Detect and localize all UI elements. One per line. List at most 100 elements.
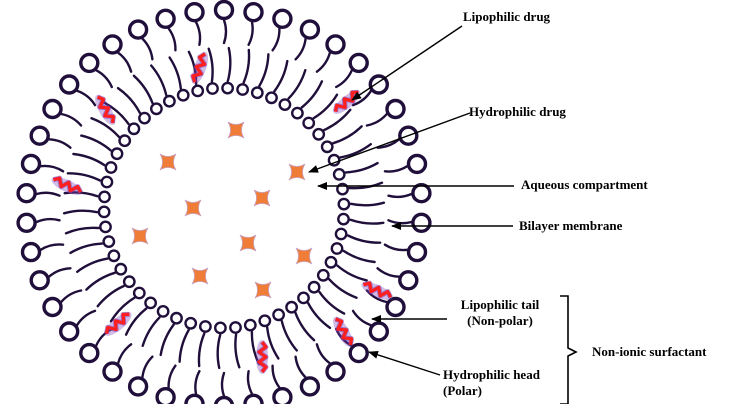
lipophilic-drug-label: Lipophilic drug [463, 9, 550, 25]
inner-head [193, 86, 203, 96]
inner-head [171, 313, 181, 323]
hydrophilic-drug-label: Hydrophilic drug [469, 104, 566, 120]
outer-tail [169, 28, 176, 50]
inner-head [104, 236, 114, 246]
inner-head [120, 136, 130, 146]
outer-head [370, 323, 387, 340]
inner-tail [86, 273, 114, 290]
inner-head [309, 282, 319, 292]
hydrophilic-drug [132, 228, 148, 244]
inner-head [280, 99, 290, 109]
inner-head [286, 302, 296, 312]
inner-head [273, 310, 283, 320]
outer-head [104, 36, 121, 53]
aqueous-compartment-label: Aqueous compartment [521, 177, 648, 193]
outer-tail [336, 70, 352, 87]
inner-tail [344, 251, 375, 262]
inner-tail [259, 54, 268, 86]
outer-head [301, 378, 318, 395]
inner-tail [351, 203, 384, 206]
outer-tail [96, 70, 112, 87]
outer-head [413, 185, 430, 202]
inner-head [215, 323, 225, 333]
outer-hydrophilic-heads [18, 2, 430, 404]
outer-head [18, 214, 35, 231]
inner-tail [170, 58, 181, 89]
inner-tail [228, 48, 231, 81]
outer-head [274, 389, 291, 404]
inner-head [134, 288, 144, 298]
hydrophilic-drug [240, 235, 256, 251]
hydrophilic-drug [289, 164, 305, 180]
outer-head [61, 323, 78, 340]
inner-tail [218, 335, 221, 368]
outer-head [350, 54, 367, 71]
inner-hydrophilic-heads [99, 83, 349, 333]
non-ionic-surfactant-label: Non-ionic surfactant [592, 344, 706, 360]
outer-head [409, 244, 426, 261]
inner-tail [289, 70, 306, 98]
outer-tail [195, 371, 199, 394]
outer-head [387, 101, 404, 118]
inner-tail [314, 95, 337, 118]
outer-head [274, 10, 291, 27]
hydrophilic-head-label: Hydrophilic head (Polar) [443, 367, 540, 399]
inner-head [292, 108, 302, 118]
outer-head [327, 363, 344, 380]
inner-head [112, 149, 122, 159]
outer-head [409, 155, 426, 172]
inner-tail [98, 286, 124, 306]
outer-head [23, 155, 40, 172]
outer-head [157, 389, 174, 404]
inner-tail [351, 220, 384, 224]
hydrophilic-drug [255, 282, 271, 298]
inner-head [230, 322, 240, 332]
inner-tail [348, 236, 380, 243]
inner-tail [161, 325, 174, 355]
inner-head [158, 306, 168, 316]
outer-tail [222, 373, 224, 396]
outer-tail [353, 311, 371, 325]
inner-head [260, 316, 270, 326]
hydrophilic-drug [160, 154, 176, 170]
inner-head [109, 251, 119, 261]
inner-tail [319, 292, 344, 314]
inner-head [100, 222, 110, 232]
outer-tail [389, 194, 412, 197]
outer-head [350, 345, 367, 362]
outer-head [61, 76, 78, 93]
outer-tail [37, 219, 60, 222]
inner-tail [66, 228, 99, 234]
outer-tail [142, 39, 152, 60]
inner-head [99, 207, 109, 217]
outer-head [31, 127, 48, 144]
outer-head [130, 21, 147, 38]
inner-tail [296, 313, 315, 340]
inner-head [266, 93, 276, 103]
hydrophilic-head-line1: Hydrophilic head [443, 367, 540, 383]
outer-head [18, 185, 35, 202]
outer-tail [37, 193, 60, 196]
outer-tail [249, 22, 253, 45]
inner-head [164, 96, 174, 106]
outer-tail [367, 114, 387, 126]
inner-head [145, 298, 155, 308]
outer-tail [378, 268, 399, 276]
inner-tail [302, 81, 322, 107]
outer-head [44, 299, 61, 316]
outer-tail [61, 114, 81, 126]
inner-tail [346, 163, 378, 172]
hydrophilic-drug [192, 268, 208, 284]
inner-tail [209, 49, 213, 82]
inner-head [102, 177, 112, 187]
bilayer-membrane-label: Bilayer membrane [519, 218, 622, 234]
outer-tail [296, 357, 306, 378]
inner-head [326, 257, 336, 267]
inner-head [200, 321, 210, 331]
inner-head [298, 293, 308, 303]
outer-head [81, 54, 98, 71]
inner-head [151, 104, 161, 114]
inner-head [318, 270, 328, 280]
outer-tail [77, 91, 95, 105]
inner-tail [308, 303, 330, 328]
